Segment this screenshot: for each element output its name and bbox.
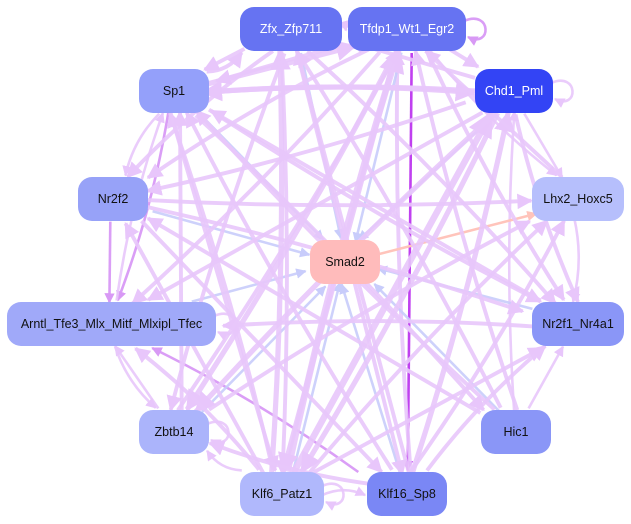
node-label: Lhx2_Hoxc5 — [543, 192, 613, 206]
edge-hic1-to-nr2f1_nr4a1 — [527, 345, 565, 410]
edge-chd1_pml-to-nr2f2 — [145, 100, 467, 196]
node-label: Klf6_Patz1 — [251, 487, 313, 501]
edge-klf6_patz1-to-smad2 — [291, 281, 343, 475]
edge-klf6_patz1-to-klf6_patz1 — [321, 482, 345, 511]
edge-lhx2_hoxc5-to-nr2f1_nr4a1 — [570, 218, 581, 304]
node-klf6-patz1[interactable]: Klf6_Patz1 — [240, 472, 324, 516]
edge-nr2f1_nr4a1-to-arntl_tfe3_mlx_mitf_mlxipl_tfec — [221, 317, 533, 333]
edge-klf6_patz1-to-klf16_sp8 — [321, 486, 367, 497]
edge-smad2-to-lhx2_hoxc5 — [377, 210, 538, 256]
edge-zbtb14-to-tfdp1_wt1_egr2 — [176, 48, 401, 412]
edge-nr2f2-to-arntl_tfe3_mlx_mitf_mlxipl_tfec — [104, 221, 115, 304]
edge-klf16_sp8-to-smad2 — [339, 283, 401, 472]
node-label: Smad2 — [325, 255, 365, 269]
node-label: Arntl_Tfe3_Mlx_Mitf_Mlxipl_Tfec — [20, 317, 203, 331]
edge-chd1_pml-to-klf6_patz1 — [299, 111, 500, 474]
edge-tfdp1_wt1_egr2-to-nr2f1_nr4a1 — [425, 49, 566, 302]
edge-hic1-to-tfdp1_wt1_egr2 — [410, 49, 520, 411]
edge-hic1-to-chd1_pml — [507, 110, 519, 411]
node-zfx-zfp711[interactable]: Zfx_Zfp711 — [240, 7, 342, 51]
edge-sp1-to-klf6_patz1 — [168, 112, 279, 472]
edge-klf6_patz1-to-chd1_pml — [290, 110, 495, 476]
edge-tfdp1_wt1_egr2-to-nr2f2 — [146, 47, 370, 180]
edge-nr2f2-to-smad2 — [152, 210, 311, 258]
edge-nr2f2-to-lhx2_hoxc5 — [138, 193, 533, 210]
edge-zfx_zfp711-to-nr2f1_nr4a1 — [306, 49, 557, 305]
edge-chd1_pml-to-chd1_pml — [550, 79, 574, 108]
edge-klf6_patz1-to-nr2f1_nr4a1 — [312, 346, 544, 475]
edge-nr2f2-to-klf16_sp8 — [140, 219, 384, 474]
edge-klf16_sp8-to-tfdp1_wt1_egr2 — [389, 49, 413, 475]
node-label: Tfdp1_Wt1_Egr2 — [359, 22, 455, 36]
edge-zbtb14-to-sp1 — [172, 110, 188, 411]
edge-arntl_tfe3_mlx_mitf_mlxipl_tfec-to-smad2 — [191, 268, 307, 303]
edge-tfdp1_wt1_egr2-to-smad2 — [352, 52, 403, 244]
node-nr2f2[interactable]: Nr2f2 — [78, 177, 148, 221]
node-label: Hic1 — [503, 425, 529, 439]
node-zbtb14[interactable]: Zbtb14 — [139, 410, 209, 454]
node-label: Nr2f2 — [97, 192, 129, 206]
node-label: Zbtb14 — [154, 425, 194, 439]
node-tfdp1-wt1-egr2[interactable]: Tfdp1_Wt1_Egr2 — [348, 7, 466, 51]
node-klf16-sp8[interactable]: Klf16_Sp8 — [367, 472, 447, 516]
node-hic1[interactable]: Hic1 — [481, 410, 551, 454]
edge-arntl_tfe3_mlx_mitf_mlxipl_tfec-to-zbtb14 — [113, 345, 157, 409]
node-nr2f1-nr4a1[interactable]: Nr2f1_Nr4a1 — [532, 302, 624, 346]
edge-chd1_pml-to-sp1 — [201, 80, 483, 102]
edge-zbtb14-to-arntl_tfe3_mlx_mitf_mlxipl_tfec — [114, 345, 160, 410]
node-chd1-pml[interactable]: Chd1_Pml — [475, 69, 553, 113]
edge-sp1-to-zfx_zfp711 — [206, 51, 244, 74]
node-label: Chd1_Pml — [484, 84, 544, 98]
node-arntl-tfe3-mlx-mitf-mlxipl-tfec[interactable]: Arntl_Tfe3_Mlx_Mitf_Mlxipl_Tfec — [7, 302, 216, 346]
node-sp1[interactable]: Sp1 — [139, 69, 209, 113]
node-label: Nr2f1_Nr4a1 — [542, 317, 614, 331]
node-label: Sp1 — [162, 84, 186, 98]
edge-zbtb14-to-lhx2_hoxc5 — [207, 219, 532, 412]
edge-hic1-to-nr2f2 — [146, 216, 482, 415]
edge-tfdp1_wt1_egr2-to-chd1_pml — [447, 46, 480, 69]
edge-lhx2_hoxc5-to-tfdp1_wt1_egr2 — [424, 49, 564, 179]
edge-sp1-to-nr2f2 — [122, 112, 161, 177]
edge-klf6_patz1-to-nr2f2 — [123, 222, 266, 475]
edge-klf6_patz1-to-arntl_tfe3_mlx_mitf_mlxipl_tfec — [134, 346, 261, 471]
edge-klf16_sp8-to-zbtb14 — [208, 440, 375, 487]
node-smad2[interactable]: Smad2 — [310, 240, 380, 284]
edge-hic1-to-zfx_zfp711 — [295, 51, 503, 409]
node-lhx2-hoxc5[interactable]: Lhx2_Hoxc5 — [532, 177, 624, 221]
edge-klf16_sp8-to-lhx2_hoxc5 — [408, 219, 566, 474]
edge-tfdp1_wt1_egr2-to-tfdp1_wt1_egr2 — [463, 17, 487, 46]
node-label: Klf16_Sp8 — [378, 487, 436, 501]
node-label: Zfx_Zfp711 — [259, 22, 323, 36]
edge-zfx_zfp711-to-zbtb14 — [166, 52, 287, 412]
edge-nr2f1_nr4a1-to-sp1 — [209, 109, 542, 303]
edge-zfx_zfp711-to-klf6_patz1 — [275, 51, 291, 476]
edge-zfx_zfp711-to-sp1 — [203, 47, 246, 72]
